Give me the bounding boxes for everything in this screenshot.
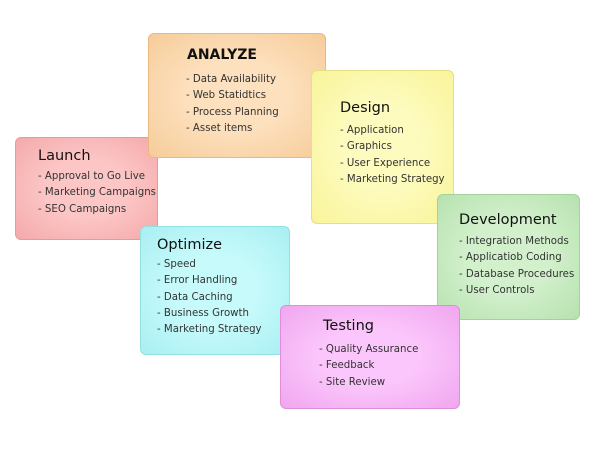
stage-items: Quality Assurance Feedback Site Review: [319, 342, 418, 391]
stage-title: Optimize: [157, 237, 223, 253]
list-item: Marketing Strategy: [157, 322, 262, 338]
stage-title: ANALYZE: [187, 47, 257, 63]
stage-title: Development: [459, 212, 557, 228]
stage-items: Application Graphics User Experience Mar…: [340, 123, 445, 188]
list-item: Application: [340, 123, 445, 139]
stage-title: Design: [340, 100, 391, 116]
list-item: Business Growth: [157, 306, 262, 322]
list-item: Marketing Campaigns: [38, 185, 156, 201]
list-item: Marketing Strategy: [340, 172, 445, 188]
stage-optimize: Optimize Speed Error Handling Data Cachi…: [140, 226, 290, 355]
stage-analyze: ANALYZE Data Availability Web Statidtics…: [148, 33, 326, 158]
stage-launch: Launch Approval to Go Live Marketing Cam…: [15, 137, 158, 240]
list-item: Data Availability: [186, 72, 279, 88]
stage-items: Approval to Go Live Marketing Campaigns …: [38, 169, 156, 218]
stage-items: Data Availability Web Statidtics Process…: [186, 72, 279, 137]
list-item: Applicatiob Coding: [459, 250, 574, 266]
list-item: Speed: [157, 257, 262, 273]
list-item: Approval to Go Live: [38, 169, 156, 185]
stage-development: Development Integration Methods Applicat…: [437, 194, 580, 320]
list-item: Asset items: [186, 121, 279, 137]
list-item: Feedback: [319, 358, 418, 374]
list-item: SEO Campaigns: [38, 202, 156, 218]
stage-title: Launch: [38, 148, 91, 164]
list-item: User Controls: [459, 283, 574, 299]
list-item: User Experience: [340, 156, 445, 172]
list-item: Database Procedures: [459, 267, 574, 283]
list-item: Data Caching: [157, 290, 262, 306]
stage-items: Integration Methods Applicatiob Coding D…: [459, 234, 574, 299]
list-item: Site Review: [319, 375, 418, 391]
stage-title: Testing: [323, 318, 374, 334]
list-item: Graphics: [340, 139, 445, 155]
list-item: Error Handling: [157, 273, 262, 289]
list-item: Quality Assurance: [319, 342, 418, 358]
stage-testing: Testing Quality Assurance Feedback Site …: [280, 305, 460, 409]
list-item: Web Statidtics: [186, 88, 279, 104]
stage-items: Speed Error Handling Data Caching Busine…: [157, 257, 262, 338]
list-item: Process Planning: [186, 105, 279, 121]
list-item: Integration Methods: [459, 234, 574, 250]
stage-design: Design Application Graphics User Experie…: [311, 70, 454, 224]
